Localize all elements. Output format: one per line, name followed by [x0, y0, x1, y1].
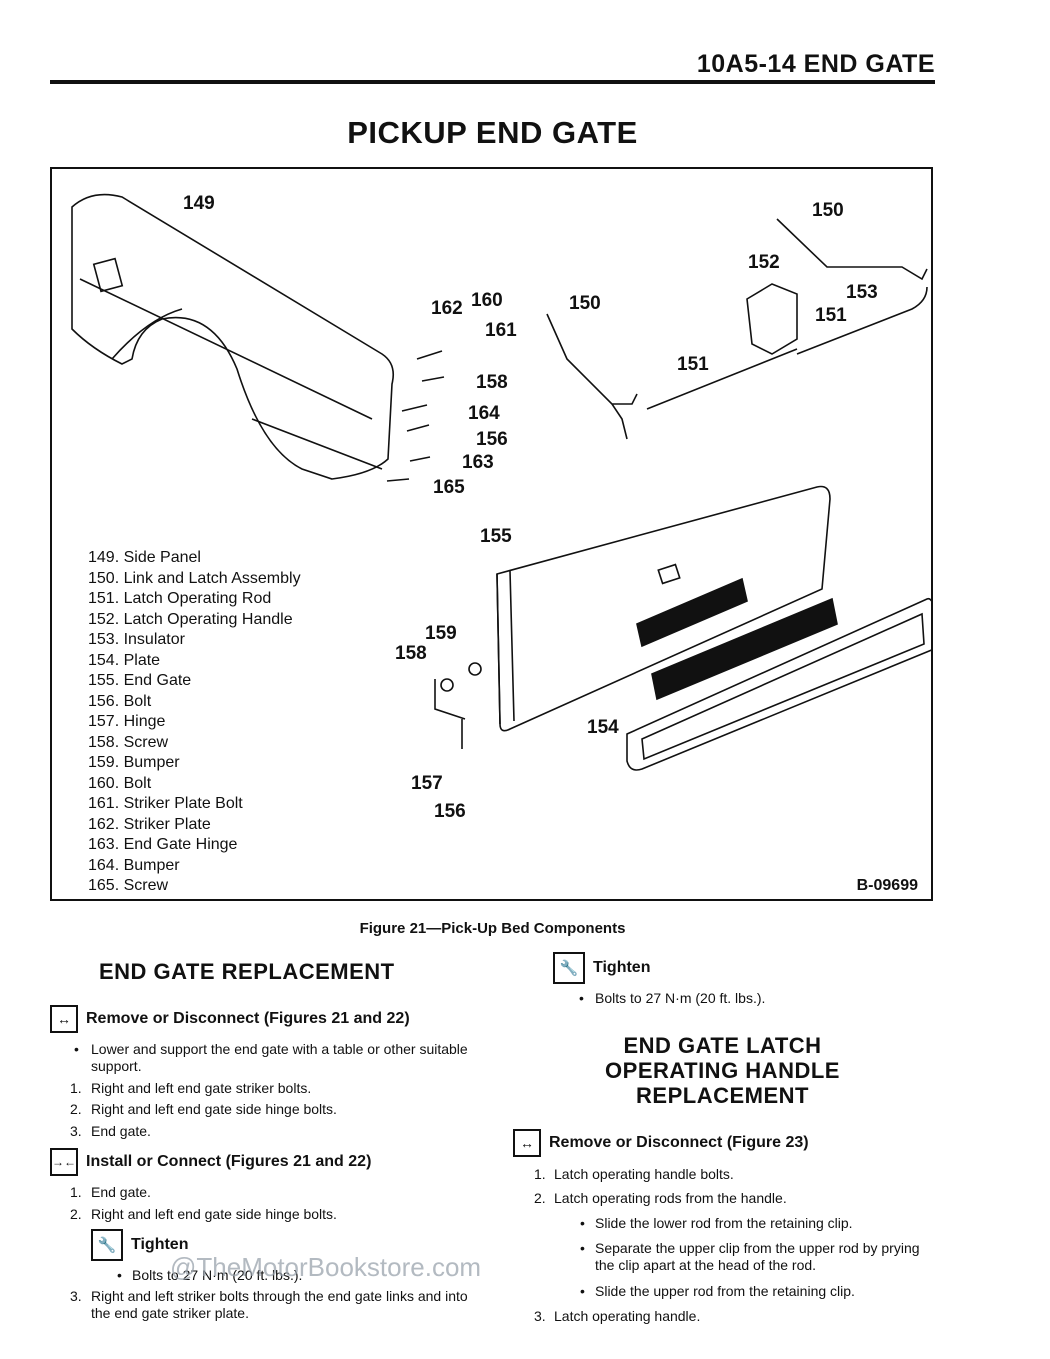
callout-165: 165 — [433, 477, 465, 498]
callout-150: 150 — [812, 200, 844, 221]
section-title-end-gate-replacement: END GATE REPLACEMENT — [99, 959, 395, 984]
callout-151b: 151 — [677, 354, 709, 375]
remove-disconnect-label-right: Remove or Disconnect (Figure 23) — [549, 1134, 809, 1151]
remove-disconnect-heading-right: ↔ Remove or Disconnect (Figure 23) — [513, 1129, 809, 1157]
step-number: 2. — [70, 1101, 82, 1117]
legend-item: 159. Bumper — [88, 754, 180, 771]
callout-153: 153 — [846, 282, 878, 303]
install-connect-heading: →← Install or Connect (Figures 21 and 22… — [50, 1148, 371, 1176]
legend-item: 157. Hinge — [88, 713, 166, 730]
tighten-label: Tighten — [131, 1236, 189, 1253]
title-line: REPLACEMENT — [636, 1083, 809, 1108]
legend-item: 153. Insulator — [88, 631, 185, 648]
bullet-marker: • — [580, 1240, 585, 1256]
callout-156: 156 — [476, 429, 508, 450]
legend-item: 151. Latch Operating Rod — [88, 590, 272, 607]
end-gate-illustration — [71, 193, 931, 771]
remove-bullet: Lower and support the end gate with a ta… — [91, 1041, 468, 1074]
right-bullet-1: Slide the lower rod from the retaining c… — [595, 1215, 853, 1231]
legend-item: 154. Plate — [88, 651, 161, 669]
callout-150b: 150 — [569, 293, 601, 314]
wrench-icon: 🔧 — [91, 1229, 123, 1261]
callout-161: 161 — [485, 320, 517, 341]
step-number: 1. — [534, 1166, 546, 1182]
legend-item: 160. Bolt — [88, 774, 152, 792]
legend-item: 158. Screw — [88, 733, 169, 751]
tighten-label-right: Tighten — [593, 959, 651, 976]
install-step-3: Right and left striker bolts through the… — [91, 1288, 468, 1321]
callout-154: 154 — [587, 717, 619, 738]
watermark: @TheMotorBookstore.com — [170, 1252, 482, 1282]
install-step-1: End gate. — [91, 1184, 151, 1200]
bullet-marker: • — [580, 1283, 585, 1299]
legend-item: 165. Screw — [88, 877, 169, 894]
callout-158: 158 — [476, 372, 508, 393]
right-step-2: Latch operating rods from the handle. — [554, 1190, 787, 1206]
install-step-2: Right and left end gate side hinge bolts… — [91, 1206, 337, 1222]
tighten-bullet-right: Bolts to 27 N·m (20 ft. lbs.). — [595, 990, 766, 1006]
callout-160: 160 — [471, 290, 503, 311]
callout-162: 162 — [431, 298, 463, 319]
legend-item: 162. Striker Plate — [88, 815, 211, 833]
step-number: 3. — [70, 1288, 82, 1304]
page-title: PICKUP END GATE — [347, 115, 638, 150]
step-number: 3. — [534, 1308, 546, 1324]
remove-disconnect-heading: ↔ Remove or Disconnect (Figures 21 and 2… — [50, 1005, 410, 1033]
title-line: OPERATING HANDLE — [605, 1058, 840, 1083]
callout-152: 152 — [748, 252, 780, 273]
step-number: 1. — [70, 1184, 82, 1200]
figure-legend: 149. Side Panel 150. Link and Latch Asse… — [88, 548, 301, 897]
step-number: 1. — [70, 1080, 82, 1096]
bullet-marker: • — [580, 1215, 585, 1231]
legend-item: 150. Link and Latch Assembly — [88, 569, 301, 587]
figure-caption: Figure 21—Pick-Up Bed Components — [359, 920, 626, 937]
right-step-3: Latch operating handle. — [554, 1308, 701, 1324]
figure-code: B-09699 — [856, 877, 918, 894]
callout-157: 157 — [411, 773, 443, 794]
legend-item: 161. Striker Plate Bolt — [88, 795, 243, 812]
callout-155: 155 — [480, 526, 512, 547]
legend-item: 149. Side Panel — [88, 549, 201, 566]
remove-step-3: End gate. — [91, 1123, 151, 1139]
install-connect-icon: →← — [50, 1148, 78, 1176]
callout-151: 151 — [815, 305, 847, 326]
bullet-marker: • — [117, 1267, 122, 1283]
callout-163: 163 — [462, 452, 494, 473]
callout-156b: 156 — [434, 801, 466, 822]
right-step-1: Latch operating handle bolts. — [554, 1166, 734, 1182]
title-line: END GATE LATCH — [623, 1033, 822, 1058]
tighten-bullet: Bolts to 27 N·m (20 ft. lbs.). — [132, 1267, 303, 1283]
remove-disconnect-icon: ↔ — [513, 1129, 541, 1157]
legend-item: 156. Bolt — [88, 692, 152, 710]
callout-164: 164 — [468, 403, 500, 424]
right-bullet-3: Slide the upper rod from the retaining c… — [595, 1283, 855, 1299]
tighten-heading-right: 🔧 Tighten — [553, 952, 650, 984]
remove-disconnect-label: Remove or Disconnect (Figures 21 and 22) — [86, 1010, 410, 1027]
remove-step-1: Right and left end gate striker bolts. — [91, 1080, 312, 1096]
callout-159: 159 — [425, 623, 457, 644]
callout-158b: 158 — [395, 643, 427, 664]
right-bullet-2: Separate the upper clip from the upper r… — [595, 1240, 920, 1273]
legend-item: 152. Latch Operating Handle — [88, 610, 293, 628]
legend-item: 163. End Gate Hinge — [88, 836, 238, 853]
section-title-latch-handle: END GATE LATCH OPERATING HANDLE REPLACEM… — [515, 1033, 930, 1108]
step-number: 2. — [534, 1190, 546, 1206]
remove-step-2: Right and left end gate side hinge bolts… — [91, 1101, 337, 1117]
legend-item: 164. Bumper — [88, 856, 180, 874]
wrench-icon: 🔧 — [553, 952, 585, 984]
legend-item: 155. End Gate — [88, 672, 192, 689]
bullet-marker: • — [579, 990, 584, 1006]
install-connect-label: Install or Connect (Figures 21 and 22) — [86, 1153, 372, 1170]
step-number: 3. — [70, 1123, 82, 1139]
callout-149: 149 — [183, 193, 215, 214]
remove-disconnect-icon: ↔ — [50, 1005, 78, 1033]
bullet-marker: • — [74, 1041, 79, 1057]
tighten-heading: 🔧 Tighten — [91, 1229, 188, 1261]
step-number: 2. — [70, 1206, 82, 1222]
header-rule — [50, 80, 935, 84]
page-header-title: 10A5-14 END GATE — [696, 50, 935, 78]
figure-frame — [50, 167, 933, 901]
